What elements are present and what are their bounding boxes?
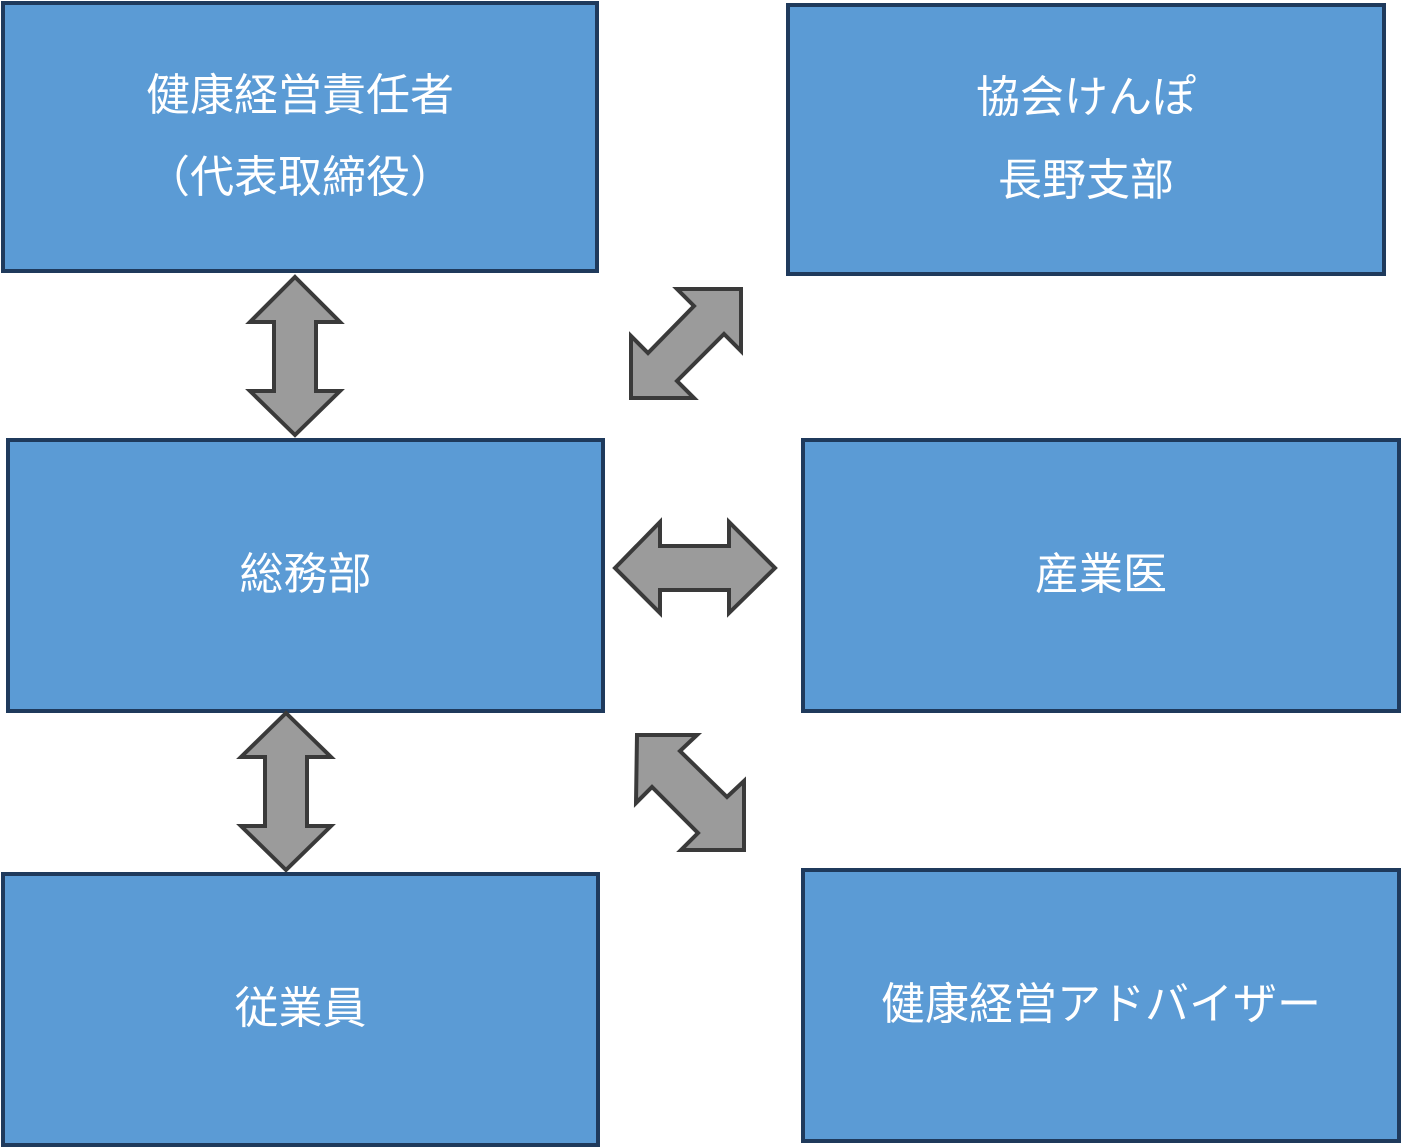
soumu-box: 総務部 xyxy=(6,438,605,713)
arrow-soumu-employees xyxy=(236,710,336,873)
employees-label: 従業員 xyxy=(234,983,367,1035)
arrow-soumu-sangyoui xyxy=(612,517,778,618)
sangyoui-label: 産業医 xyxy=(1035,549,1167,601)
kyokai-branch: 長野支部 xyxy=(998,154,1174,206)
advisor-box: 健康経営アドバイザー xyxy=(801,868,1401,1143)
manager-subtitle: （代表取締役） xyxy=(146,152,454,203)
soumu-label: 総務部 xyxy=(239,549,372,601)
kyokai-title: 協会けんぽ xyxy=(976,72,1196,124)
advisor-label: 健康経営アドバイザー xyxy=(881,979,1321,1031)
kyokai-kenpo-box: 協会けんぽ 長野支部 xyxy=(786,3,1386,276)
sangyoui-box: 産業医 xyxy=(801,438,1401,713)
arrow-soumu-kyokai xyxy=(629,287,743,400)
manager-box: 健康経営責任者 （代表取締役） xyxy=(1,1,599,273)
arrow-manager-soumu xyxy=(245,274,345,438)
manager-title: 健康経営責任者 xyxy=(146,69,454,121)
employees-box: 従業員 xyxy=(1,872,600,1147)
arrow-soumu-advisor xyxy=(633,733,746,852)
